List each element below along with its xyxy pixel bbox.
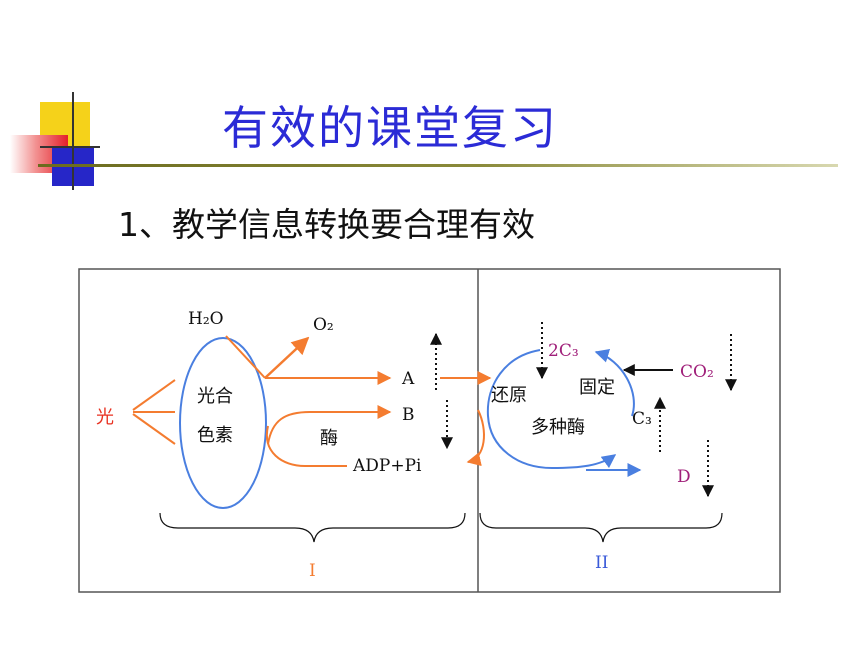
brace-stage-1: [159, 512, 466, 543]
reduction-label: 还原: [491, 385, 527, 406]
enzyme-left-label: 酶: [320, 428, 338, 449]
adp-pi-label: ADP+Pi: [352, 456, 422, 476]
slide-title: 有效的课堂复习: [222, 101, 558, 155]
c3-label: C₃: [632, 409, 652, 429]
arrow-calvin-to-adp: [466, 409, 485, 467]
co2-label: CO₂: [680, 362, 714, 382]
a-label: A: [401, 369, 415, 389]
pigment-label-1: 光合: [197, 386, 233, 407]
pigment-ellipse: [179, 337, 267, 509]
calvin-arc-left: [486, 349, 617, 470]
pigment-label-2: 色素: [197, 425, 233, 446]
title-divider: [38, 164, 838, 167]
light-rays: [132, 379, 176, 445]
light-label: 光: [96, 407, 114, 428]
calvin-arc-top: [594, 349, 635, 417]
stage-2-label: II: [595, 553, 608, 573]
brace-stage-2: [479, 512, 723, 543]
diagram-frame: [78, 268, 781, 593]
arrow-to-b: [267, 405, 392, 445]
c3-2-label: 2C₃: [548, 341, 579, 361]
d-label: D: [677, 467, 691, 487]
stage-1-label: I: [309, 561, 316, 581]
h2o-label: H₂O: [188, 309, 224, 329]
o2-label: O₂: [313, 315, 334, 335]
multi-enzyme-label: 多种酶: [531, 417, 585, 438]
deco-vertical-line: [72, 92, 74, 190]
b-label: B: [402, 405, 415, 425]
deco-horizontal-line: [40, 146, 100, 148]
fixation-label: 固定: [579, 377, 615, 398]
o2-arrow: [264, 336, 310, 379]
adp-return-curve: [265, 425, 347, 467]
slide-subtitle: 1、教学信息转换要合理有效: [118, 205, 535, 244]
water-split-line: [225, 335, 266, 379]
